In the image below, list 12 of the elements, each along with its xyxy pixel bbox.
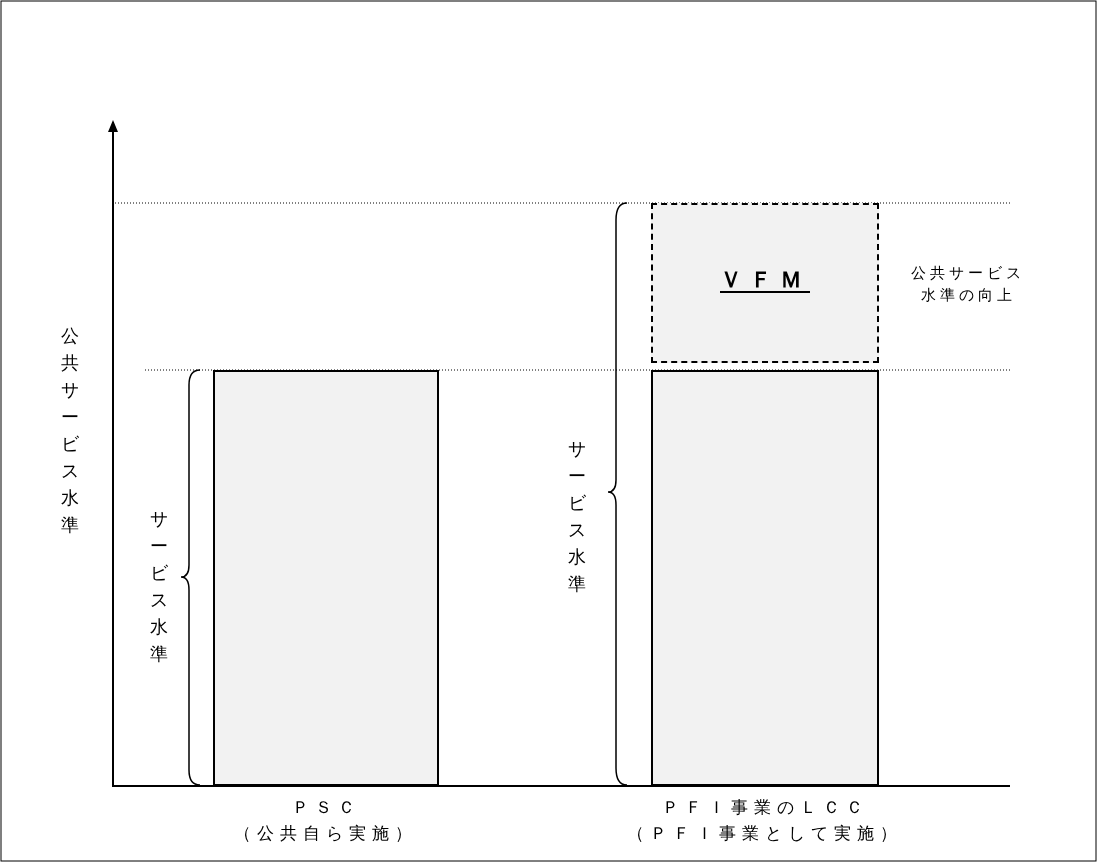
category-label: （公共自ら実施） — [233, 822, 419, 845]
vfm-box — [651, 203, 879, 363]
category-label: （ＰＦＩ事業として実施） — [626, 822, 904, 845]
box-title: ＶＦＭ — [720, 266, 810, 294]
annotation-text: 公共サービス水準の向上 — [910, 263, 1026, 306]
axis-label: 公共サービス水準 — [60, 324, 80, 537]
bar — [213, 370, 439, 786]
brace-label: サービス水準 — [149, 507, 169, 666]
category-label: ＰＦＩ事業のＬＣＣ — [660, 796, 870, 819]
category-label: ＰＳＣ — [290, 796, 362, 819]
bar — [651, 370, 879, 786]
brace-label: サービス水準 — [567, 437, 587, 596]
